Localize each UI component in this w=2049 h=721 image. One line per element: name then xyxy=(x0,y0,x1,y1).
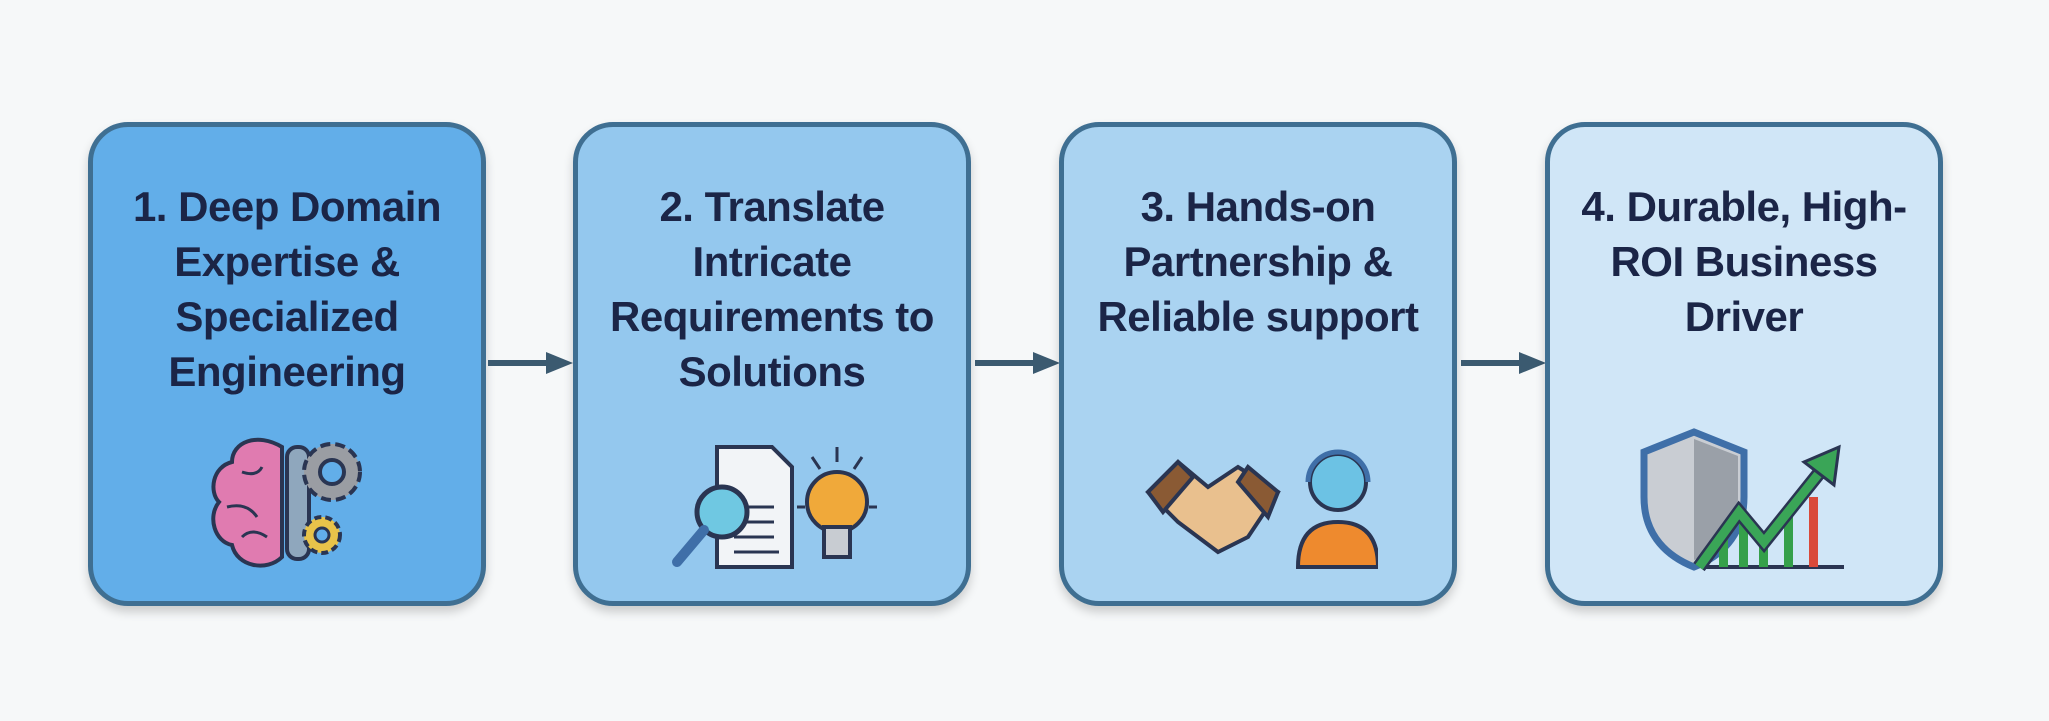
step-box-1: 1. Deep Domain Expertise & Specialized E… xyxy=(88,122,486,606)
step-title: 4. Durable, High-ROI Business Driver xyxy=(1581,183,1907,340)
brain-gears-icon xyxy=(211,437,362,568)
step-box-4: 4. Durable, High-ROI Business Driver xyxy=(1545,122,1943,606)
arrow-icon xyxy=(488,352,573,374)
document-search-lightbulb-icon xyxy=(672,445,877,569)
handshake-support-icon xyxy=(1145,449,1378,569)
arrow-icon xyxy=(975,352,1060,374)
step-title: 1. Deep Domain Expertise & Specialized E… xyxy=(132,183,442,395)
shield-growth-chart-icon xyxy=(1640,428,1844,572)
step-box-2: 2. Translate Intricate Requirements to S… xyxy=(573,122,971,606)
step-box-3: 3. Hands-on Partnership & Reliable suppo… xyxy=(1059,122,1457,606)
arrow-icon xyxy=(1461,352,1546,374)
step-title: 2. Translate Intricate Requirements to S… xyxy=(610,183,934,395)
step-title: 3. Hands-on Partnership & Reliable suppo… xyxy=(1097,183,1419,340)
